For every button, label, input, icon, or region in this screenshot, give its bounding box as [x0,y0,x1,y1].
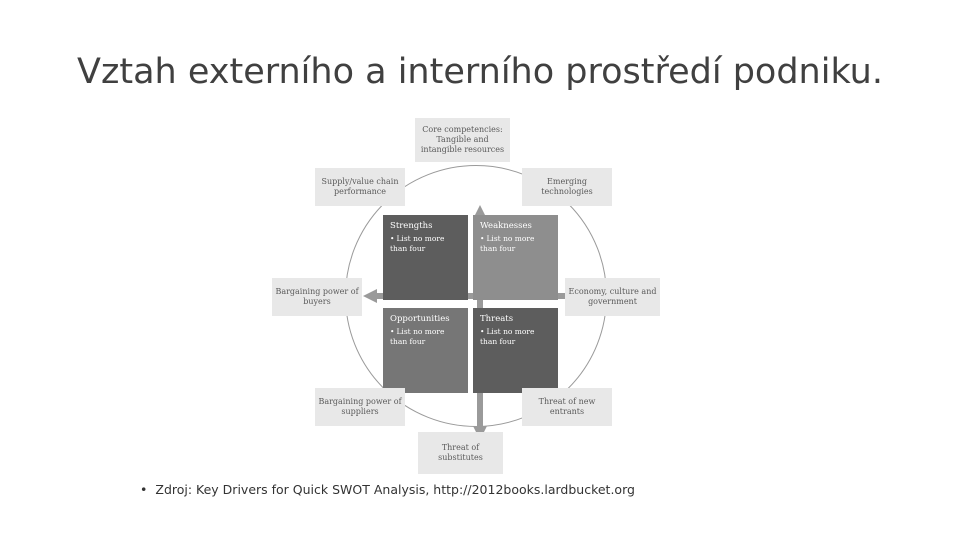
quadrant-threats-title: Threats [480,314,514,324]
source-bullet-icon: • [140,482,148,497]
quadrant-threats-item: List no more than four [480,327,552,347]
page-title: Vztah externího a interního prostředí po… [77,52,883,92]
swot-diagram: Strengths List no more than four Weaknes… [270,110,700,480]
quadrant-strengths-item: List no more than four [390,234,462,254]
outer-box-emerging-technologies: Emerging technologies [522,168,612,206]
quadrant-opportunities: Opportunities List no more than four [383,308,468,393]
quadrant-opportunities-item: List no more than four [390,327,462,347]
quadrant-threats: Threats List no more than four [473,308,558,393]
outer-box-threat-new-entrants: Threat of new entrants [522,388,612,426]
outer-box-economy-culture-government: Economy, culture and government [565,278,660,316]
outer-box-core-competencies: Core competencies: Tangible and intangib… [415,118,510,162]
source-citation: • Zdroj: Key Drivers for Quick SWOT Analy… [140,482,840,497]
outer-box-bargaining-power-buyers: Bargaining power of buyers [272,278,362,316]
outer-box-bargaining-power-suppliers: Bargaining power of suppliers [315,388,405,426]
outer-box-supply-value-chain: Supply/value chain performance [315,168,405,206]
quadrant-weaknesses-title: Weaknesses [480,221,532,231]
outer-box-threat-substitutes: Threat of substitutes [418,432,503,474]
quadrant-weaknesses-item: List no more than four [480,234,552,254]
quadrant-strengths-title: Strengths [390,221,433,231]
quadrant-opportunities-title: Opportunities [390,314,450,324]
quadrant-strengths: Strengths List no more than four [383,215,468,300]
source-text: Zdroj: Key Drivers for Quick SWOT Analys… [155,482,635,497]
quadrant-weaknesses: Weaknesses List no more than four [473,215,558,300]
